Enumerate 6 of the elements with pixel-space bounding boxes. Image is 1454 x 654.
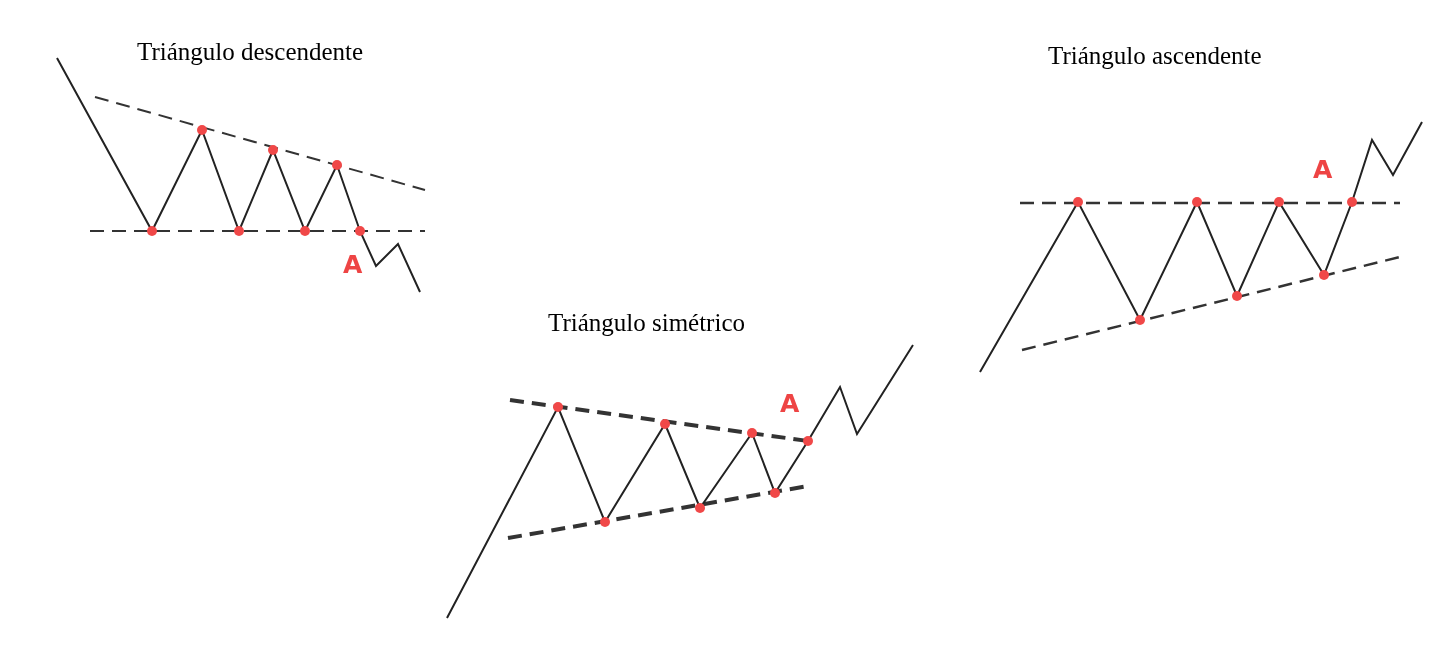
- breakout-point-label: A: [780, 389, 800, 418]
- pattern-title: Triángulo simétrico: [548, 309, 745, 337]
- breakout-point-label: A: [343, 250, 363, 279]
- breakout-point-label: A: [1313, 155, 1333, 184]
- pattern-title: Triángulo descendente: [137, 38, 364, 66]
- pattern-title: Triángulo ascendente: [1048, 42, 1262, 70]
